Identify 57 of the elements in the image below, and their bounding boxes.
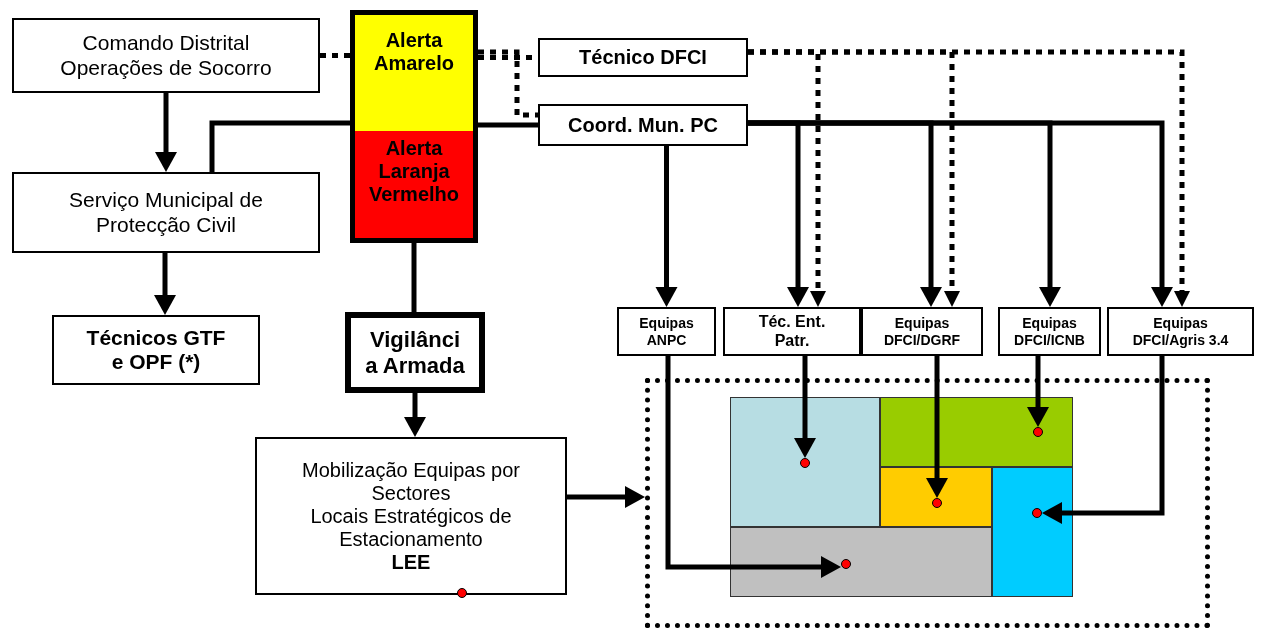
dotted-line (320, 53, 350, 58)
arrow (655, 146, 678, 307)
team-box (617, 307, 716, 356)
arrow (794, 356, 816, 458)
node-label: Serviço Municipal de Protecção Civil (68, 188, 264, 237)
location-dot (1033, 427, 1043, 437)
arrow (665, 356, 841, 578)
arrow (1042, 356, 1165, 524)
node-label: Técnico DFCI (578, 46, 708, 69)
org-box (52, 315, 260, 385)
arrow (155, 93, 177, 172)
location-dot (841, 559, 851, 569)
node-label: Téc. Ent. Patr. (757, 313, 827, 350)
node-label: Mobilização Equipas por Sectores (301, 458, 521, 505)
connector-line (209, 120, 350, 172)
node-label: Locais Estratégicos de Estacionamento (309, 504, 513, 551)
dotted-line (478, 49, 538, 118)
arrow (748, 120, 1173, 307)
sector-region (730, 397, 880, 527)
node-label: Alerta Laranja Vermelho (367, 136, 460, 206)
location-dot (932, 498, 942, 508)
node-label: Coord. Mun. PC (567, 113, 719, 137)
org-box (345, 312, 485, 393)
node-label: Comando Distrital Operações de Socorro (59, 31, 273, 80)
alert-box (350, 10, 478, 243)
node-label: Equipas ANPC (638, 315, 695, 348)
sector-area (645, 378, 1210, 628)
arrow (567, 486, 645, 508)
connector-line (411, 243, 417, 312)
sector-region (880, 467, 992, 527)
connector-line (478, 122, 538, 128)
sector-region (992, 467, 1073, 597)
node-label: Equipas DFCI/DGRF (882, 315, 962, 348)
dotted-arrow (748, 49, 1190, 307)
team-box (998, 307, 1101, 356)
node-label: Alerta Amarelo (373, 29, 455, 75)
team-box (1107, 307, 1254, 356)
location-dot (1032, 508, 1042, 518)
node-label: Equipas DFCI/Agris 3.4 (1131, 315, 1230, 348)
org-box (12, 18, 320, 93)
org-box (538, 104, 748, 146)
node-label: Vigilânci a Armada (364, 327, 466, 378)
org-box (12, 172, 320, 253)
location-dot (800, 458, 810, 468)
arrow (404, 393, 426, 437)
node-label: Equipas DFCI/ICNB (1013, 315, 1086, 348)
team-box (861, 307, 983, 356)
team-box (723, 307, 861, 356)
arrow (154, 253, 176, 315)
info-box (255, 437, 567, 595)
arrow (926, 356, 948, 498)
sector-region (880, 397, 1073, 467)
sector-region (730, 527, 992, 597)
node-label: Técnicos GTF e OPF (*) (85, 325, 227, 375)
arrow (1027, 356, 1049, 427)
node-label: LEE (390, 550, 432, 574)
org-box (538, 38, 748, 77)
